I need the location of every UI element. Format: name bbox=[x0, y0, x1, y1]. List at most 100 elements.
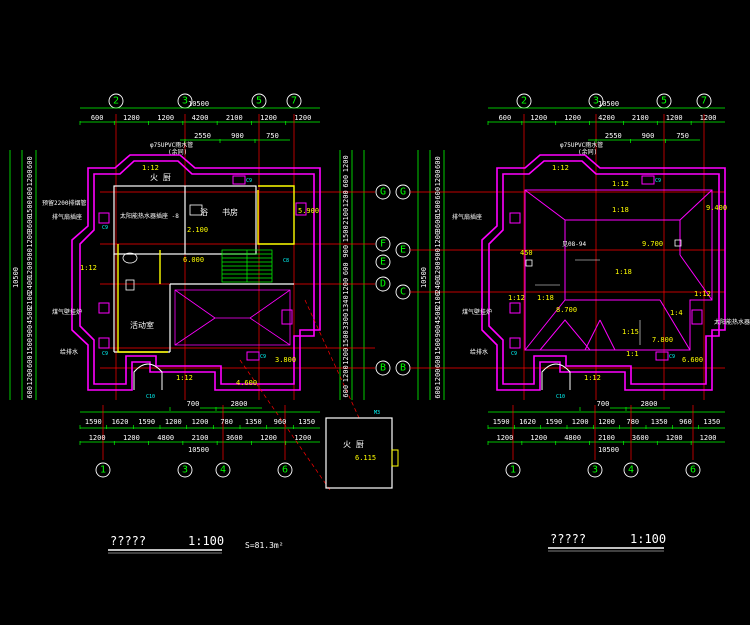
r-slope-1: 1:12 bbox=[552, 164, 569, 172]
lp-right-axis-label: B bbox=[380, 363, 386, 374]
r-level-6: 450 bbox=[520, 249, 533, 257]
lp-bottom-axis-label: 6 bbox=[282, 465, 288, 476]
lp-right-axis-label: E bbox=[380, 257, 386, 268]
lp-top-axis-label: 7 bbox=[291, 96, 297, 107]
lp-right-axis-G: G bbox=[375, 184, 391, 200]
r-slope-7: 1:15 bbox=[622, 328, 639, 336]
rp-bottom-axis-label: 4 bbox=[628, 465, 634, 476]
lp-rightd-dim-0: 1200 bbox=[342, 155, 350, 172]
kitchen-detail: 火 厨 6.115 bbox=[325, 417, 399, 489]
detail-room-label: 火 厨 bbox=[343, 440, 364, 449]
r-slope-3: 1:18 bbox=[615, 268, 632, 276]
lp-bottom-axis-label: 1 bbox=[100, 465, 106, 476]
lp-top-axis-label: 5 bbox=[256, 96, 262, 107]
rp-bot2-dim-8: 1350 bbox=[703, 418, 720, 426]
lp-right-axis-label: G bbox=[380, 187, 386, 198]
tag-m3: M3 bbox=[374, 410, 380, 416]
r-note-gas: 煤气壁挂炉 bbox=[462, 308, 492, 316]
lp-bot2-dim-6: 1350 bbox=[245, 418, 262, 426]
tag-c9-4: C9 bbox=[260, 354, 266, 360]
rp-left-axis-G: G bbox=[395, 184, 411, 200]
lp-top1-dim-1: 1200 bbox=[123, 114, 140, 122]
r-note-pipe2: 给排水 bbox=[470, 348, 488, 356]
left-lower-roof bbox=[174, 289, 291, 346]
lp-left-dim-9: 2100 bbox=[26, 292, 34, 309]
left-interior-partitions bbox=[117, 185, 295, 353]
r-tag-c9-3: C9 bbox=[669, 354, 675, 360]
left-stair bbox=[221, 249, 273, 283]
lp-bot2-dim-0: 1590 bbox=[85, 418, 102, 426]
lp-top-axis-label: 2 bbox=[113, 96, 119, 107]
lp-left-dim-11: 900 bbox=[26, 325, 34, 338]
note-pipe2: 给排水 bbox=[60, 348, 78, 356]
rp-top-axis-2: 2 bbox=[516, 93, 532, 109]
lp-left-dim-3: 1500 bbox=[26, 200, 34, 217]
note-heater: 太阳能热水器插座 -8 bbox=[120, 212, 179, 220]
rp-bottom-axis-6: 6 bbox=[685, 462, 701, 478]
level-4: 4.600 bbox=[236, 379, 257, 387]
rp-bot3-dim-0: 1200 bbox=[496, 434, 513, 442]
slope-3: 1:12 bbox=[176, 374, 193, 382]
left-bottom-overall: 10500 bbox=[188, 446, 209, 454]
lp-rightd-dim-11: 1200 bbox=[342, 348, 350, 365]
rp-bottom-axis-label: 1 bbox=[510, 465, 516, 476]
rp-top1-dim-0: 600 bbox=[499, 114, 512, 122]
r-note-vent: 排气扇插座 bbox=[452, 213, 482, 221]
level-1: 6.000 bbox=[183, 256, 204, 264]
right-left-dims: 6001200600150036001200900120024002100450… bbox=[420, 156, 442, 398]
rp-top1-dim-2: 1200 bbox=[564, 114, 581, 122]
right-plan-title-text: ????? bbox=[550, 532, 586, 546]
right-small-markers bbox=[525, 239, 682, 267]
lp-left-overall: 10500 bbox=[12, 267, 20, 288]
lp-top-axis-7: 7 bbox=[286, 93, 302, 109]
rp-left-axis-label: G bbox=[400, 187, 406, 198]
lp-bot2-dim-7: 960 bbox=[274, 418, 287, 426]
rp-left-dim-5: 1200 bbox=[434, 231, 442, 248]
lp-top1-dim-6: 1200 bbox=[294, 114, 311, 122]
lp-bottom-axis-1: 1 bbox=[95, 462, 111, 478]
r-slope-6: 1:12 bbox=[508, 294, 525, 302]
left-plan-title: ????? 1:100 S=81.3m² bbox=[108, 534, 284, 554]
lp-bottom-axis-label: 3 bbox=[182, 465, 188, 476]
tag-c8: C8 bbox=[283, 258, 289, 264]
rp-bot1-dim-1: 2800 bbox=[641, 400, 658, 408]
lp-bottom-axis-3: 3 bbox=[177, 462, 193, 478]
left-window-tags bbox=[98, 175, 307, 361]
slope-2: 1:12 bbox=[80, 264, 97, 272]
r-slope-4: 1:18 bbox=[537, 294, 554, 302]
lp-right-axis-E: E bbox=[375, 254, 391, 270]
lp-bot2-dim-5: 780 bbox=[220, 418, 233, 426]
lp-rightd-dim-3: 2100 bbox=[342, 208, 350, 225]
left-plan-title-text: ????? bbox=[110, 534, 146, 548]
rp-bot2-dim-5: 780 bbox=[627, 418, 640, 426]
lp-rightd-dim-1: 600 bbox=[342, 175, 350, 188]
lp-bot3-dim-6: 1200 bbox=[294, 434, 311, 442]
lp-bot1-dim-1: 2800 bbox=[231, 400, 248, 408]
lp-rightd-dim-8: 1340 bbox=[342, 295, 350, 312]
rp-left-dim-11: 900 bbox=[434, 325, 442, 338]
rp-top1-dim-3: 4200 bbox=[598, 114, 615, 122]
lp-bot2-dim-2: 1590 bbox=[138, 418, 155, 426]
r-level-4: 7.800 bbox=[652, 336, 673, 344]
note-vent: 预留2200排烟管 bbox=[42, 199, 86, 207]
lp-bot3-dim-2: 4800 bbox=[157, 434, 174, 442]
lp-right-axis-B: B bbox=[375, 360, 391, 376]
lp-bot3-dim-1: 1200 bbox=[123, 434, 140, 442]
r-slope-10: 1:4 bbox=[670, 309, 683, 317]
tag-c9-3: C9 bbox=[102, 351, 108, 357]
lp-left-dim-10: 4500 bbox=[26, 307, 34, 324]
note-gas: 煤气壁挂炉 bbox=[52, 308, 82, 316]
lp-left-dim-4: 3600 bbox=[26, 215, 34, 232]
slope-1: 1:12 bbox=[142, 164, 159, 172]
note-pipe-sub: (余同) bbox=[168, 148, 187, 156]
lp-rightd-dim-2: 1200 bbox=[342, 190, 350, 207]
rp-left-axis-label: B bbox=[400, 363, 406, 374]
lp-top-axis-label: 3 bbox=[182, 96, 188, 107]
lp-left-dim-7: 1200 bbox=[26, 261, 34, 278]
